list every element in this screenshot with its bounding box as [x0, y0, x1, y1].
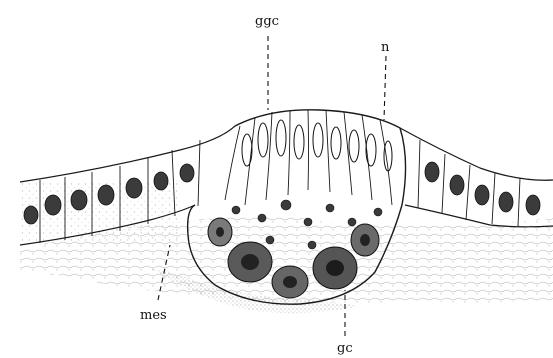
label-ggc: ggc: [255, 14, 279, 29]
label-n: n: [381, 40, 390, 55]
label-mes: mes: [140, 308, 167, 323]
columnar-nuclei: [242, 120, 392, 171]
label-gc: gc: [337, 341, 353, 356]
cuboidal-cells-right: [418, 140, 520, 226]
n-leader: [384, 56, 386, 120]
